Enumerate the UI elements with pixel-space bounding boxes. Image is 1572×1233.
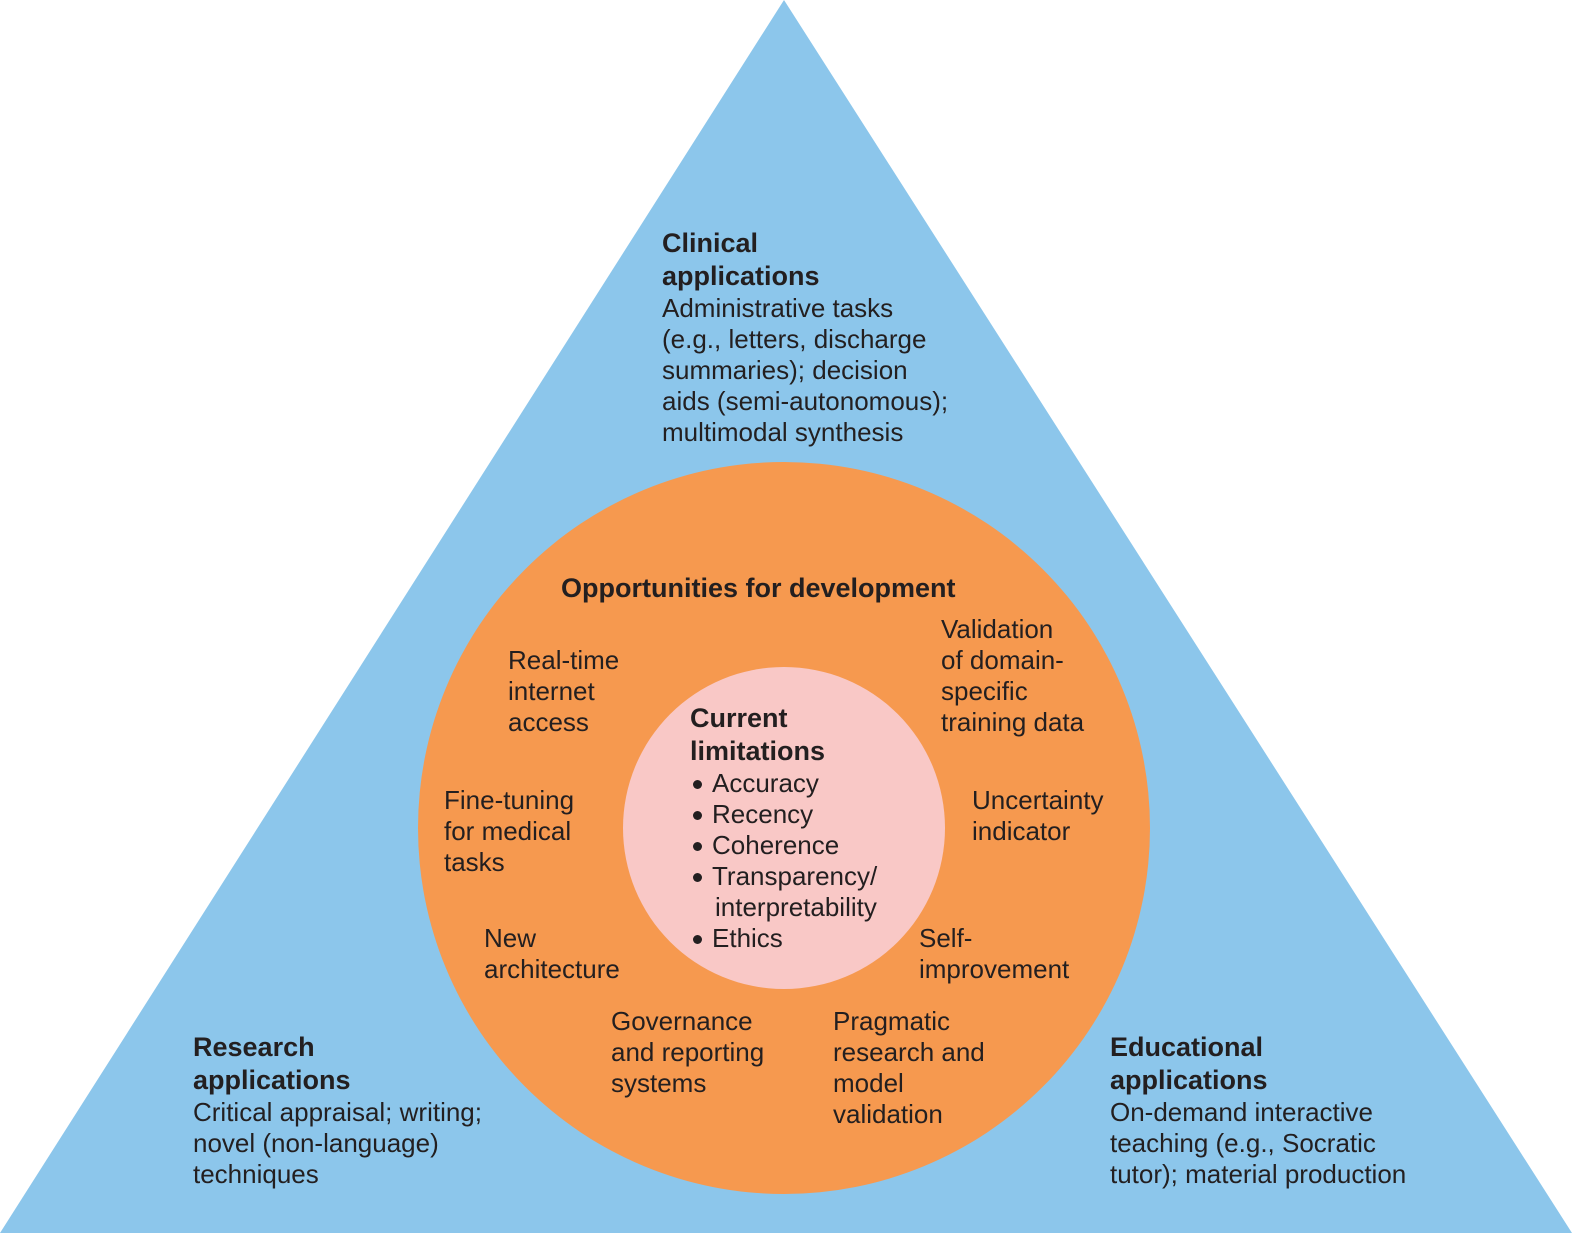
clinical-body-line: summaries); decision (662, 355, 908, 385)
opportunity-line: and reporting (611, 1037, 765, 1067)
research-body: Critical appraisal; writing; novel (non-… (193, 1097, 482, 1190)
limitations-list: Accuracy Recency Coherence Transparency/… (690, 768, 877, 954)
opportunity-line: research and (833, 1037, 985, 1067)
clinical-heading-line: Clinical (662, 228, 759, 258)
opportunity-fine-tuning: Fine-tuning for medical tasks (444, 785, 574, 878)
opportunity-line: systems (611, 1068, 707, 1098)
opportunity-uncertainty-indicator: Uncertainty indicator (972, 785, 1104, 847)
educational-body: On-demand interactive teaching (e.g., So… (1110, 1097, 1406, 1190)
opportunity-line: indicator (972, 816, 1071, 846)
limitation-item: interpretability (715, 892, 877, 922)
research-body-line: techniques (193, 1159, 319, 1189)
research-body-line: Critical appraisal; writing; (193, 1097, 482, 1127)
limitation-item: Coherence (690, 830, 877, 861)
clinical-body-line: (e.g., letters, discharge (662, 324, 927, 354)
educational-body-line: On-demand interactive (1110, 1097, 1374, 1127)
opportunity-line: improvement (919, 954, 1070, 984)
educational-body-line: teaching (e.g., Socratic (1110, 1128, 1376, 1158)
clinical-applications-block: Clinical applications Administrative tas… (662, 227, 948, 448)
educational-heading-line: applications (1110, 1065, 1268, 1095)
limitations-block: Current limitations Accuracy Recency Coh… (690, 702, 877, 954)
opportunity-governance-reporting: Governance and reporting systems (611, 1006, 764, 1099)
opportunity-line: of domain- (941, 645, 1064, 675)
opportunity-line: for medical (444, 816, 572, 846)
opportunity-self-improvement: Self- improvement (919, 923, 1069, 985)
research-body-line: novel (non-language) (193, 1128, 439, 1158)
opportunity-new-architecture: New architecture (484, 923, 620, 985)
opportunity-line: specific (941, 676, 1028, 706)
educational-heading: Educational applications (1110, 1031, 1406, 1097)
opportunity-line: Self- (919, 923, 973, 953)
opportunity-line: architecture (484, 954, 620, 984)
opportunity-line: training data (941, 707, 1085, 737)
opportunity-line: tasks (444, 847, 505, 877)
opportunity-pragmatic-research: Pragmatic research and model validation (833, 1006, 985, 1130)
limitations-heading-line: limitations (690, 736, 826, 766)
opportunity-line: Pragmatic (833, 1006, 951, 1036)
opportunity-line: internet (508, 676, 595, 706)
limitations-circle (623, 667, 945, 989)
opportunity-line: Validation (941, 614, 1054, 644)
clinical-body-line: multimodal synthesis (662, 417, 904, 447)
limitations-heading-line: Current (690, 703, 788, 733)
opportunity-validation-training-data: Validation of domain- specific training … (941, 614, 1084, 738)
clinical-body-line: aids (semi-autonomous); (662, 386, 949, 416)
clinical-body-line: Administrative tasks (662, 293, 894, 323)
limitation-item: Accuracy (690, 768, 877, 799)
research-heading-line: Research (193, 1032, 315, 1062)
opportunity-line: New (484, 923, 537, 953)
opportunity-realtime-internet: Real-time internet access (508, 645, 619, 738)
limitation-item: Recency (690, 799, 877, 830)
limitations-heading: Current limitations (690, 702, 877, 768)
opportunity-line: Governance (611, 1006, 753, 1036)
opportunity-line: Real-time (508, 645, 620, 675)
opportunity-line: validation (833, 1099, 943, 1129)
clinical-heading-line: applications (662, 261, 820, 291)
educational-body-line: tutor); material production (1110, 1159, 1407, 1189)
opportunity-line: access (508, 707, 589, 737)
clinical-body: Administrative tasks (e.g., letters, dis… (662, 293, 948, 448)
research-applications-block: Research applications Critical appraisal… (193, 1031, 482, 1190)
research-heading-line: applications (193, 1065, 351, 1095)
opportunity-line: Uncertainty (972, 785, 1104, 815)
clinical-heading: Clinical applications (662, 227, 948, 293)
limitation-item: Transparency/ (690, 861, 877, 892)
educational-heading-line: Educational (1110, 1032, 1264, 1062)
opportunity-line: model (833, 1068, 904, 1098)
opportunity-line: Fine-tuning (444, 785, 575, 815)
opportunities-title: Opportunities for development (561, 573, 956, 603)
research-heading: Research applications (193, 1031, 482, 1097)
limitation-item: Ethics (690, 923, 877, 954)
educational-applications-block: Educational applications On-demand inter… (1110, 1031, 1406, 1190)
